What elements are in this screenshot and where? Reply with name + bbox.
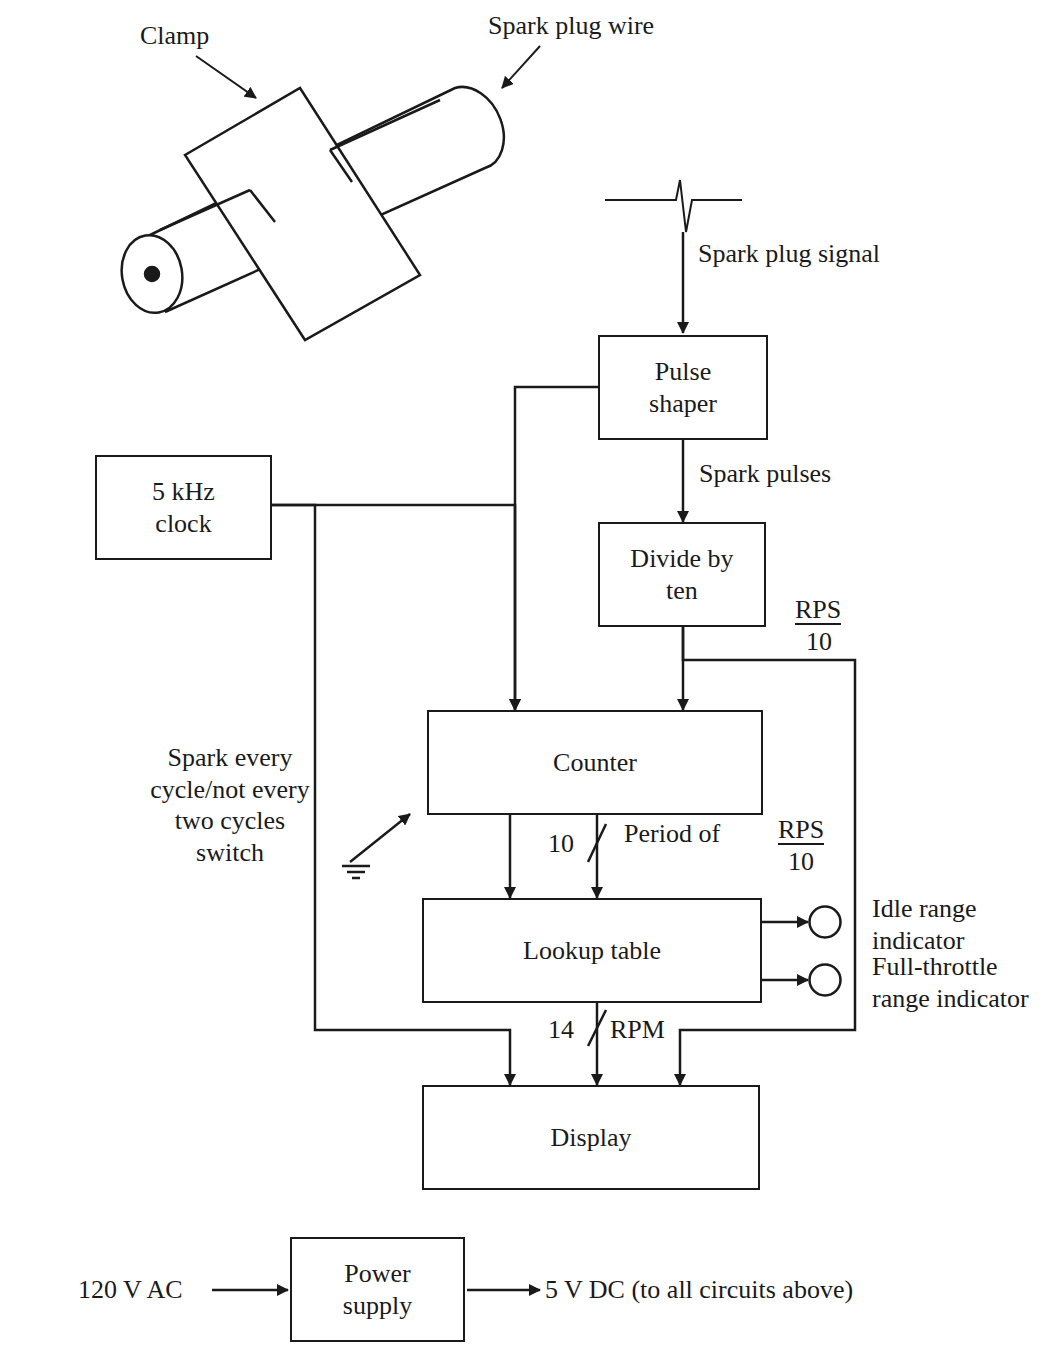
annotation-label: 10 (788, 846, 814, 878)
signal-connector (272, 505, 515, 710)
edge-label: 14 (546, 1014, 576, 1046)
indicator-circle (808, 963, 842, 997)
indicator-label: Full-throttle range indicator (872, 951, 1052, 1014)
annotation-label: RPS (778, 816, 824, 845)
signal-connector (680, 627, 855, 1085)
block-label: Counter (553, 747, 637, 779)
annotation-label: Clamp (140, 20, 209, 52)
annotation-label: Spark every cycle/not every two cycles s… (150, 742, 310, 869)
signal-connector (515, 387, 598, 710)
indicator-circle (808, 905, 842, 939)
block-box: Pulse shaper (598, 335, 768, 440)
annotation-label: Spark plug signal (698, 238, 880, 270)
block-label: 5 kHz clock (124, 476, 244, 539)
signal-connector (762, 921, 808, 924)
indicator-label: Idle range indicator (872, 893, 1052, 956)
signal-connector (509, 815, 512, 898)
signal-connector (596, 1003, 599, 1085)
signal-connector (596, 815, 599, 898)
signal-connector (762, 979, 808, 982)
annotation-label: 10 (806, 626, 832, 658)
block-box: Power supply (290, 1237, 465, 1342)
block-box: Lookup table (422, 898, 762, 1003)
block-label: Divide by ten (612, 543, 752, 606)
block-box: Divide by ten (598, 522, 766, 627)
block-box: 5 kHz clock (95, 455, 272, 560)
annotation-label: Period of (622, 818, 722, 850)
signal-wire (682, 232, 685, 333)
annotation-label: Spark plug wire (488, 10, 654, 42)
annotation-label: RPM (608, 1014, 667, 1046)
edge-label: Spark pulses (697, 458, 833, 490)
block-label: Power supply (313, 1258, 443, 1321)
annotation-label: RPS (795, 596, 841, 625)
edge-label: 10 (546, 828, 576, 860)
signal-connector (682, 440, 685, 522)
indicator-lamp: Idle range indicator (808, 905, 842, 939)
indicator-lamp: Full-throttle range indicator (808, 963, 842, 997)
power-out-arrow (467, 1289, 540, 1292)
block-label: Display (551, 1122, 632, 1154)
block-label: Pulse shaper (623, 356, 743, 419)
power-in-arrow (212, 1289, 288, 1292)
signal-waveform (605, 180, 742, 232)
clamp (160, 88, 440, 340)
annotation-label: 120 V AC (78, 1274, 183, 1306)
block-box: Counter (427, 710, 763, 815)
block-box: Display (422, 1085, 760, 1190)
annotation-label: 5 V DC (to all circuits above) (545, 1274, 853, 1306)
switch-symbol (342, 814, 410, 878)
leader-line (196, 56, 256, 98)
leader-line (502, 46, 540, 88)
block-label: Lookup table (523, 935, 661, 967)
